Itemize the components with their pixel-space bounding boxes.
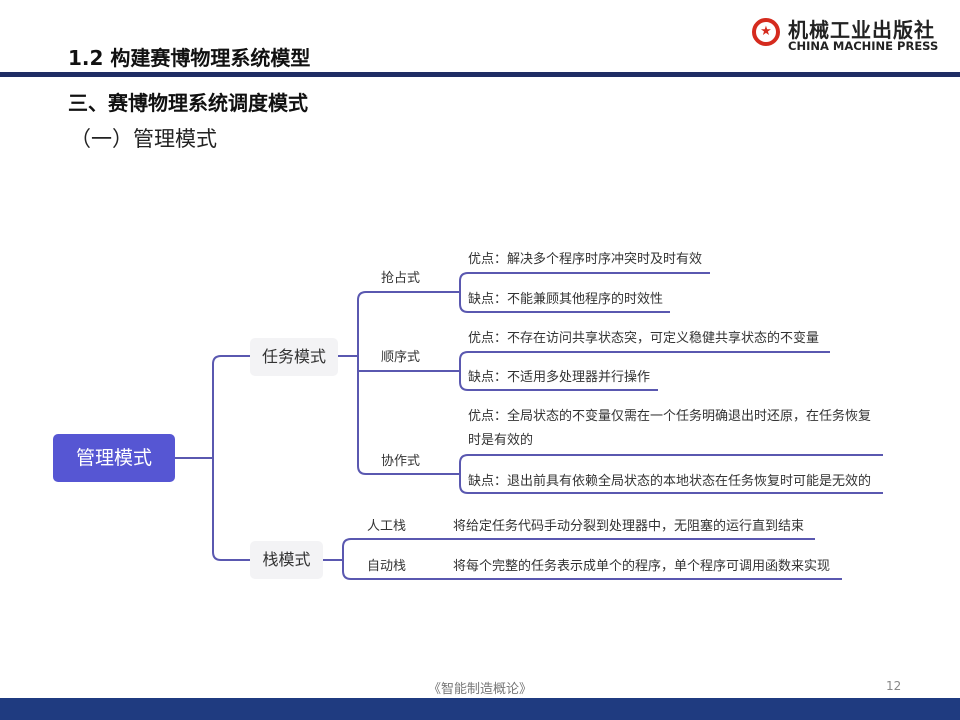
section-title: 1.2 构建赛博物理系统模型 xyxy=(68,46,311,70)
sub-subsection-title: （一）管理模式 xyxy=(70,127,217,151)
logo-chinese: 机械工业出版社 xyxy=(788,18,935,42)
sequential-con: 缺点：不适用多处理器并行操作 xyxy=(468,370,651,385)
manual-stack-desc: 将给定任务代码手动分裂到处理器中，无阻塞的运行直到结束 xyxy=(453,519,805,534)
subsection-title: 三、赛博物理系统调度模式 xyxy=(68,91,308,115)
auto-stack-desc: 将每个完整的任务表示成单个的程序，单个程序可调用函数来实现 xyxy=(453,559,831,574)
footer-bar xyxy=(0,698,960,720)
publisher-logo: ★ 机械工业出版社 CHINA MACHINE PRESS xyxy=(752,14,952,58)
node-auto-stack: 自动栈 xyxy=(367,559,407,574)
sequential-pro: 优点：不存在访问共享状态突，可定义稳健共享状态的不变量 xyxy=(468,331,820,346)
preemptive-pro: 优点：解决多个程序时序冲突时及时有效 xyxy=(468,252,703,267)
node-task-mode: 任务模式 xyxy=(250,338,338,376)
header-divider xyxy=(0,72,960,77)
node-cooperative: 协作式 xyxy=(381,454,421,469)
node-preemptive: 抢占式 xyxy=(381,271,421,286)
cooperative-con: 缺点：退出前具有依赖全局状态的本地状态在任务恢复时可能是无效的 xyxy=(468,474,872,489)
cooperative-pro-line2: 时是有效的 xyxy=(468,433,534,448)
logo-english: CHINA MACHINE PRESS xyxy=(788,39,939,53)
star-seal-icon: ★ xyxy=(752,18,780,46)
root-node-management-mode: 管理模式 xyxy=(53,434,175,482)
node-stack-mode: 栈模式 xyxy=(250,541,323,579)
cooperative-pro-line1: 优点：全局状态的不变量仅需在一个任务明确退出时还原，在任务恢复 xyxy=(468,409,872,424)
node-sequential: 顺序式 xyxy=(381,350,421,365)
footer-book-title: 《智能制造概论》 xyxy=(427,682,532,697)
page-number: 12 xyxy=(886,679,902,693)
node-manual-stack: 人工栈 xyxy=(367,519,407,534)
preemptive-con: 缺点：不能兼顾其他程序的时效性 xyxy=(468,292,664,307)
